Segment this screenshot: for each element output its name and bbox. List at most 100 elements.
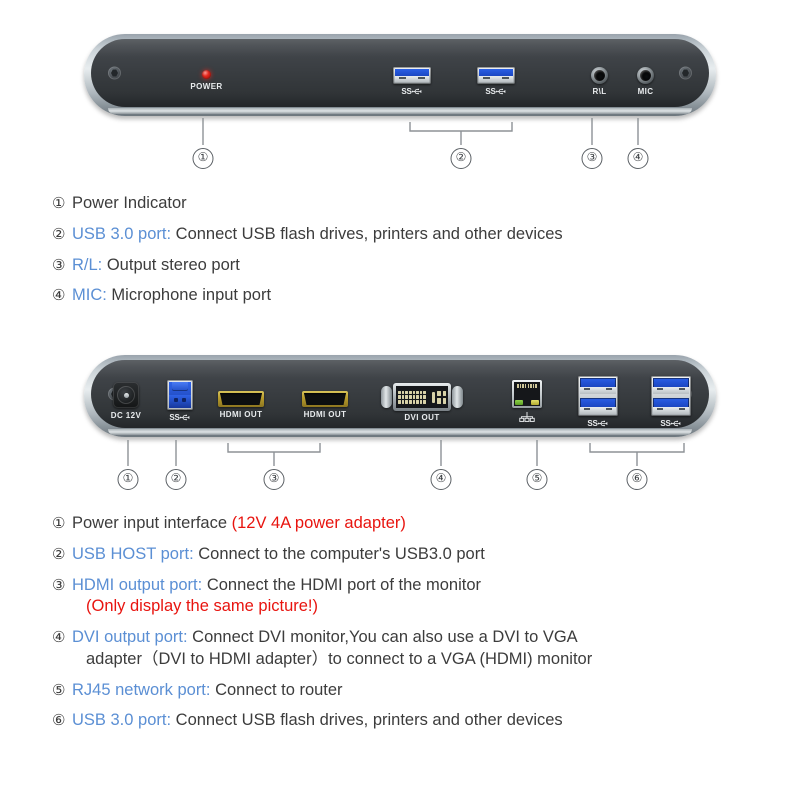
legend-item: ⑤ RJ45 network port: Connect to router bbox=[52, 680, 768, 702]
audio-jack-icon bbox=[637, 67, 654, 84]
callout-front-3: ③ bbox=[581, 148, 603, 169]
legend-term: DVI output port: bbox=[72, 628, 188, 647]
legend-marker: ④ bbox=[52, 287, 66, 305]
usb-port-front-2: SS bbox=[477, 67, 515, 96]
dc-label: DC 12V bbox=[110, 411, 142, 420]
legend-item: ④ DVI output port: Connect DVI monitor,Y… bbox=[52, 627, 768, 671]
usb-b-connector bbox=[167, 380, 193, 410]
callout-front-1: ① bbox=[192, 148, 214, 169]
legend-text: DVI output port: Connect DVI monitor,You… bbox=[72, 627, 768, 671]
network-icon bbox=[519, 410, 535, 428]
legend-marker: ③ bbox=[52, 256, 66, 274]
legend-text: USB HOST port: Connect to the computer's… bbox=[72, 544, 485, 563]
power-label: POWER bbox=[190, 82, 223, 91]
usb-a-connector bbox=[477, 67, 515, 84]
callout-front-4: ④ bbox=[627, 148, 649, 169]
legend-marker: ② bbox=[52, 545, 66, 563]
superspeed-usb-icon: SS bbox=[587, 419, 608, 428]
dvi-out-port: DVI OUT bbox=[381, 382, 463, 422]
screw-icon bbox=[108, 66, 121, 80]
legend-text-line2: adapter（DVI to HDMI adapter）to connect t… bbox=[86, 649, 593, 668]
rear-panel-face: DC 12V SS HDMI OUT HDMI OUT bbox=[91, 360, 709, 428]
dvi-label: DVI OUT bbox=[404, 413, 440, 422]
legend-text: R/L: Output stereo port bbox=[72, 255, 240, 274]
legend-marker: ⑥ bbox=[52, 712, 66, 730]
legend-warning: (12V 4A power adapter) bbox=[231, 514, 406, 532]
usb-port-stack-2: SS bbox=[651, 376, 691, 428]
front-legend: ① Power Indicator ② USB 3.0 port: Connec… bbox=[52, 193, 768, 316]
power-indicator-led: POWER bbox=[190, 70, 222, 91]
hdmi-out-port-1: HDMI OUT bbox=[218, 391, 264, 419]
usb-a-dual-connector bbox=[578, 376, 618, 416]
rear-panel-underlip bbox=[108, 429, 692, 435]
legend-marker: ② bbox=[52, 225, 66, 243]
legend-warning: (Only display the same picture!) bbox=[86, 597, 319, 616]
usb-host-port: SS bbox=[167, 380, 193, 422]
callout-rear-5: ⑤ bbox=[526, 469, 548, 490]
rj45-network-port bbox=[512, 380, 542, 422]
audio-out-label: R\L bbox=[592, 87, 607, 96]
legend-text: USB 3.0 port: Connect USB flash drives, … bbox=[72, 224, 563, 243]
legend-item: ④ MIC: Microphone input port bbox=[52, 285, 768, 307]
dvi-connector bbox=[381, 382, 463, 412]
legend-item: ② USB 3.0 port: Connect USB flash drives… bbox=[52, 224, 768, 246]
legend-item: ③ HDMI output port: Connect the HDMI por… bbox=[52, 575, 768, 619]
callout-rear-2: ② bbox=[165, 469, 187, 490]
legend-term: R/L: bbox=[72, 255, 103, 274]
callout-front-2: ② bbox=[450, 148, 472, 169]
front-panel-face: POWER SS SS R\L MIC bbox=[91, 39, 709, 107]
legend-marker: ⑤ bbox=[52, 681, 66, 699]
legend-term: HDMI output port: bbox=[72, 575, 203, 594]
front-panel-device: POWER SS SS R\L MIC bbox=[84, 34, 716, 116]
dvi-thumbscrew-icon bbox=[381, 386, 392, 408]
dvi-blade-icon bbox=[432, 391, 435, 403]
legend-item: ② USB HOST port: Connect to the computer… bbox=[52, 544, 768, 566]
legend-marker: ① bbox=[52, 195, 66, 212]
legend-text: MIC: Microphone input port bbox=[72, 286, 272, 305]
hdmi-label: HDMI OUT bbox=[219, 410, 263, 419]
hdmi-out-port-2: HDMI OUT bbox=[302, 391, 348, 419]
dvi-thumbscrew-icon bbox=[452, 386, 463, 408]
dvi-pin-grid bbox=[398, 390, 426, 404]
audio-jack-icon bbox=[591, 67, 608, 84]
audio-out-jack: R\L bbox=[591, 67, 608, 96]
legend-text: HDMI output port: Connect the HDMI port … bbox=[72, 575, 768, 619]
legend-term: USB 3.0 port: bbox=[72, 224, 172, 243]
rear-legend: ① Power input interface (12V 4A power ad… bbox=[52, 513, 768, 741]
activity-led-yellow bbox=[531, 400, 539, 405]
legend-item: ① Power input interface (12V 4A power ad… bbox=[52, 513, 768, 535]
rear-panel-device: DC 12V SS HDMI OUT HDMI OUT bbox=[84, 355, 716, 437]
legend-text: USB 3.0 port: Connect USB flash drives, … bbox=[72, 711, 563, 730]
superspeed-usb-icon: SS bbox=[485, 87, 506, 96]
legend-marker: ① bbox=[52, 515, 66, 532]
legend-text: Power input interface (12V 4A power adap… bbox=[72, 514, 406, 532]
hdmi-connector bbox=[218, 391, 264, 407]
superspeed-usb-icon: SS bbox=[401, 87, 422, 96]
legend-text: Power Indicator bbox=[72, 194, 187, 212]
legend-item: ⑥ USB 3.0 port: Connect USB flash drives… bbox=[52, 710, 768, 732]
dc-power-input: DC 12V bbox=[111, 382, 141, 420]
front-panel-underlip bbox=[108, 108, 692, 114]
usb-port-stack-1: SS bbox=[578, 376, 618, 428]
superspeed-usb-icon: SS bbox=[169, 413, 190, 422]
hdmi-label: HDMI OUT bbox=[303, 410, 347, 419]
legend-item: ③ R/L: Output stereo port bbox=[52, 255, 768, 277]
legend-item: ① Power Indicator bbox=[52, 193, 768, 215]
legend-text: RJ45 network port: Connect to router bbox=[72, 680, 343, 699]
callout-rear-3: ③ bbox=[263, 469, 285, 490]
legend-term: MIC: bbox=[72, 286, 107, 305]
usb-a-dual-connector bbox=[651, 376, 691, 416]
hdmi-connector bbox=[302, 391, 348, 407]
link-led-green bbox=[515, 400, 523, 405]
screw-icon bbox=[679, 66, 692, 80]
legend-term: USB HOST port: bbox=[72, 544, 194, 563]
usb-port-front-1: SS bbox=[393, 67, 431, 96]
led-icon bbox=[202, 70, 211, 79]
mic-label: MIC bbox=[637, 87, 654, 96]
legend-term: RJ45 network port: bbox=[72, 680, 211, 699]
legend-term: USB 3.0 port: bbox=[72, 711, 172, 730]
rj45-connector bbox=[512, 380, 542, 408]
legend-marker: ③ bbox=[52, 576, 66, 594]
callout-rear-4: ④ bbox=[430, 469, 452, 490]
usb-a-connector bbox=[393, 67, 431, 84]
